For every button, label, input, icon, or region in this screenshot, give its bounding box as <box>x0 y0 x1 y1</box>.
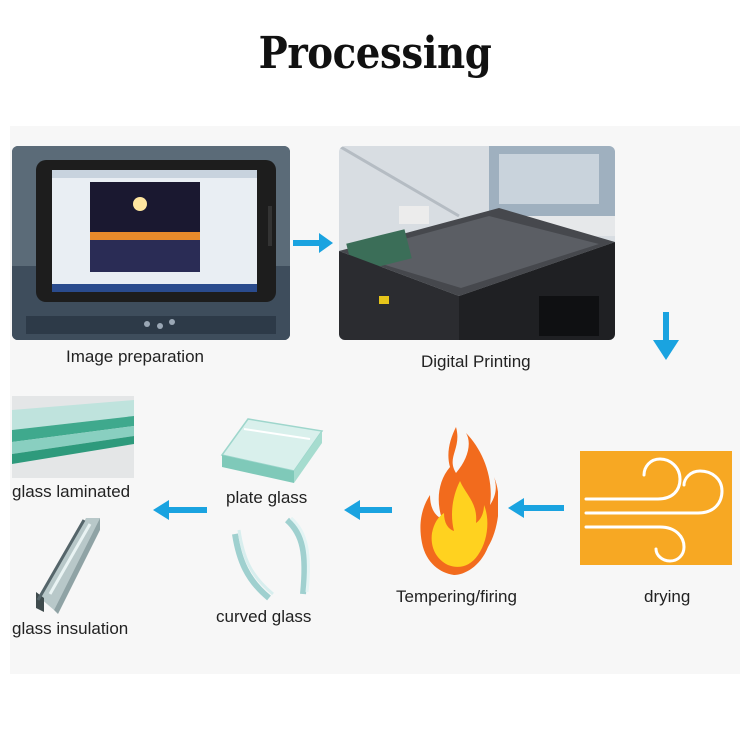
glass-laminated-label: glass laminated <box>12 482 131 501</box>
arrow-left-icon <box>153 500 207 520</box>
arrow-down-icon <box>653 312 679 360</box>
image-preparation-photo <box>12 146 290 340</box>
arrow-left-icon <box>344 500 392 520</box>
image-preparation-label: Image preparation <box>66 347 204 366</box>
arrow-right-icon <box>293 233 333 253</box>
drying-label: drying <box>644 587 691 606</box>
glass-insulation-label: glass insulation <box>12 619 129 638</box>
curved-glass-label: curved glass <box>216 607 312 626</box>
tempering-label: Tempering/firing <box>396 587 517 606</box>
digital-printing-photo <box>339 146 615 340</box>
plate-glass-image <box>214 415 326 487</box>
drying-icon <box>580 451 732 565</box>
curved-glass-image <box>229 514 315 602</box>
flame-icon <box>416 423 498 579</box>
glass-insulation-image <box>34 514 104 614</box>
glass-laminated-image <box>12 396 134 478</box>
page-title: Processing <box>258 28 492 79</box>
digital-printing-label: Digital Printing <box>421 352 531 371</box>
plate-glass-label: plate glass <box>226 488 308 507</box>
arrow-left-icon <box>508 498 564 518</box>
